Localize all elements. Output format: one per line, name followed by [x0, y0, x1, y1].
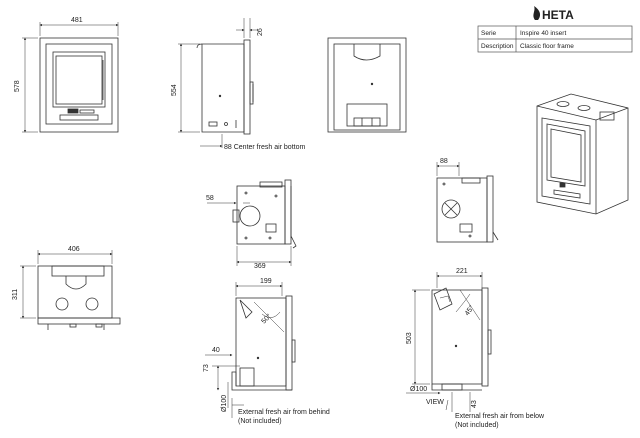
serie-label: Serie [481, 30, 497, 37]
behind-note-line2: (Not included) [238, 418, 282, 425]
below-note-line1: External fresh air from below [455, 413, 545, 420]
rear-view [327, 37, 407, 133]
side-top-dim: 26 [257, 28, 264, 36]
section2-diam-dim: Ø100 [410, 386, 427, 393]
section2-height-dim: 503 [406, 332, 413, 344]
flame-icon [533, 6, 541, 20]
title-block: HETA Serie Inspire 40 insert Description… [477, 6, 633, 53]
section-view-below [406, 272, 492, 412]
section1-angle-dim: 50° [260, 312, 273, 325]
front-height-dim: 578 [14, 80, 21, 92]
section2-low-dim: 43 [471, 400, 478, 408]
mid-right-view [436, 162, 499, 243]
section2-angle-dim: 45° [463, 304, 476, 317]
side-height-dim: 554 [171, 84, 178, 96]
section1-a-dim: 40 [212, 347, 220, 354]
section2-width-dim: 221 [456, 268, 468, 275]
front-view [22, 22, 119, 133]
section1-diam-dim: Ø100 [221, 395, 228, 412]
serie-value: Inspire 40 insert [520, 30, 566, 37]
isometric-view [536, 93, 629, 215]
description-label: Description [481, 43, 514, 50]
section-view-behind [205, 282, 296, 418]
section1-width-dim: 199 [260, 278, 272, 285]
top-width-dim: 406 [68, 246, 80, 253]
below-note-line2: (Not included) [455, 422, 499, 429]
mid-left-view [207, 179, 297, 266]
mid-width-dim: 369 [254, 263, 266, 270]
top-height-dim: 311 [12, 289, 19, 300]
front-width-dim: 481 [71, 17, 83, 24]
right-top-dim: 88 [440, 158, 448, 165]
top-view [20, 250, 121, 330]
view-label: VIEW [426, 399, 444, 406]
brand-name: HETA [542, 8, 574, 22]
side-air-dim: 88 Center fresh air bottom [224, 144, 305, 151]
description-value: Classic floor frame [520, 43, 574, 50]
behind-note-line1: External fresh air from behind [238, 409, 330, 416]
mid-left-dim: 58 [206, 195, 214, 202]
side-view [178, 18, 258, 148]
section1-b-dim: 73 [203, 364, 210, 372]
heta-logo: HETA [533, 6, 574, 22]
